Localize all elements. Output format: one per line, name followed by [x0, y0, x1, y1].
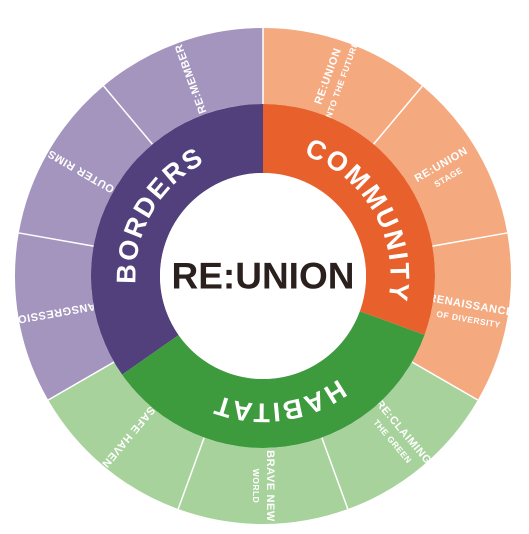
segment-habitat-3: [48, 362, 205, 510]
segment-divider: [103, 85, 154, 145]
segment-divider: [47, 361, 115, 401]
segment-community-1: [263, 28, 423, 145]
segment-habitat-2: [178, 437, 348, 524]
pillar-borders-wedge: [90, 104, 263, 375]
segment-text: WORLD: [251, 469, 261, 504]
segment-divider: [411, 361, 479, 401]
center-disc: [160, 173, 366, 379]
segment-divider: [372, 85, 423, 145]
pillar-community-wedge: [263, 104, 436, 335]
segment-divider: [177, 437, 205, 510]
center-title: RE:UNION: [172, 256, 355, 297]
segment-text: BRAVE NEW: [264, 450, 276, 522]
segment-divider: [321, 437, 349, 510]
pillar-habitat-wedge: [122, 311, 425, 448]
segment-divider: [432, 232, 508, 247]
segment-community-3: [411, 232, 511, 400]
segment-community-2: [373, 86, 508, 247]
segment-habitat-1: [321, 362, 478, 510]
segment-divider: [18, 232, 94, 247]
segment-borders-2: [18, 86, 153, 247]
segment-borders-3: [103, 28, 263, 145]
segment-borders-1: [14, 232, 115, 400]
